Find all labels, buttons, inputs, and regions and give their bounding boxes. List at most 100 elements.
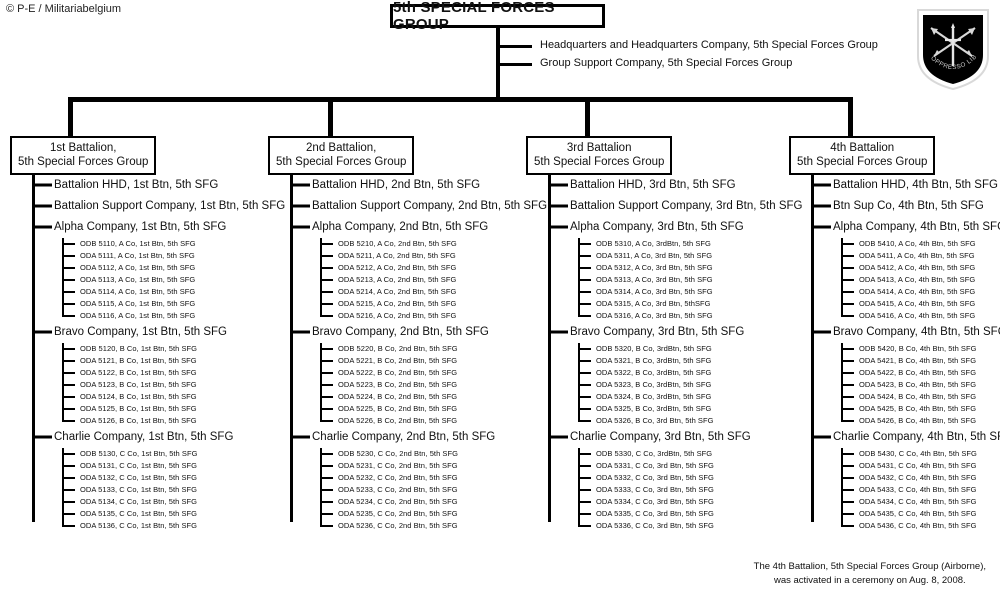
team-item[interactable]: ODB 5110, A Co, 1st Btn, 5th SFG bbox=[62, 238, 285, 250]
team-item[interactable]: ODA 5434, C Co, 4th Btn, 5th SFG bbox=[841, 496, 1000, 508]
battalion-unit[interactable]: Battalion Support Company, 3rd Btn, 5th … bbox=[526, 196, 802, 217]
team-item[interactable]: ODA 5312, A Co, 3rd Btn, 5th SFG bbox=[578, 262, 802, 274]
company-label[interactable]: Bravo Company, 2nd Btn, 5th SFG bbox=[268, 322, 547, 343]
team-item[interactable]: ODA 5213, A Co, 2nd Btn, 5th SFG bbox=[320, 274, 547, 286]
team-item[interactable]: ODA 5132, C Co, 1st Btn, 5th SFG bbox=[62, 472, 285, 484]
team-item[interactable]: ODA 5431, C Co, 4th Btn, 5th SFG bbox=[841, 460, 1000, 472]
team-item[interactable]: ODB 5410, A Co, 4th Btn, 5th SFG bbox=[841, 238, 1000, 250]
team-item[interactable]: ODB 5320, B Co, 3rdBtn, 5th SFG bbox=[578, 343, 802, 355]
team-item[interactable]: ODA 5216, A Co, 2nd Btn, 5th SFG bbox=[320, 310, 547, 322]
team-item[interactable]: ODA 5332, C Co, 3rd Btn, 5th SFG bbox=[578, 472, 802, 484]
battalion-unit[interactable]: Battalion HHD, 2nd Btn, 5th SFG bbox=[268, 175, 547, 196]
team-item[interactable]: ODA 5331, C Co, 3rd Btn, 5th SFG bbox=[578, 460, 802, 472]
team-item[interactable]: ODA 5115, A Co, 1st Btn, 5th SFG bbox=[62, 298, 285, 310]
team-item[interactable]: ODA 5234, C Co, 2nd Btn, 5th SFG bbox=[320, 496, 547, 508]
team-item[interactable]: ODB 5430, C Co, 4th Btn, 5th SFG bbox=[841, 448, 1000, 460]
team-item[interactable]: ODA 5422, B Co, 4th Btn, 5th SFG bbox=[841, 367, 1000, 379]
team-item[interactable]: ODA 5133, C Co, 1st Btn, 5th SFG bbox=[62, 484, 285, 496]
team-item[interactable]: ODA 5124, B Co, 1st Btn, 5th SFG bbox=[62, 391, 285, 403]
battalion-header-2[interactable]: 2nd Battalion,5th Special Forces Group bbox=[268, 136, 415, 175]
team-item[interactable]: ODA 5211, A Co, 2nd Btn, 5th SFG bbox=[320, 250, 547, 262]
team-item[interactable]: ODA 5226, B Co, 2nd Btn, 5th SFG bbox=[320, 415, 547, 427]
team-item[interactable]: ODA 5436, C Co, 4th Btn, 5th SFG bbox=[841, 520, 1000, 532]
team-item[interactable]: ODA 5215, A Co, 2nd Btn, 5th SFG bbox=[320, 298, 547, 310]
team-item[interactable]: ODA 5123, B Co, 1st Btn, 5th SFG bbox=[62, 379, 285, 391]
team-item[interactable]: ODA 5121, B Co, 1st Btn, 5th SFG bbox=[62, 355, 285, 367]
team-item[interactable]: ODA 5111, A Co, 1st Btn, 5th SFG bbox=[62, 250, 285, 262]
team-item[interactable]: ODA 5435, C Co, 4th Btn, 5th SFG bbox=[841, 508, 1000, 520]
team-item[interactable]: ODB 5130, C Co, 1st Btn, 5th SFG bbox=[62, 448, 285, 460]
team-item[interactable]: ODA 5313, A Co, 3rd Btn, 5th SFG bbox=[578, 274, 802, 286]
team-item[interactable]: ODA 5126, B Co, 1st Btn, 5th SFG bbox=[62, 415, 285, 427]
team-item[interactable]: ODA 5235, C Co, 2nd Btn, 5th SFG bbox=[320, 508, 547, 520]
team-item[interactable]: ODA 5336, C Co, 3rd Btn, 5th SFG bbox=[578, 520, 802, 532]
team-item[interactable]: ODA 5225, B Co, 2nd Btn, 5th SFG bbox=[320, 403, 547, 415]
team-item[interactable]: ODB 5230, C Co, 2nd Btn, 5th SFG bbox=[320, 448, 547, 460]
team-item[interactable]: ODA 5236, C Co, 2nd Btn, 5th SFG bbox=[320, 520, 547, 532]
team-item[interactable]: ODA 5116, A Co, 1st Btn, 5th SFG bbox=[62, 310, 285, 322]
team-item[interactable]: ODA 5421, B Co, 4th Btn, 5th SFG bbox=[841, 355, 1000, 367]
team-item[interactable]: ODA 5321, B Co, 3rdBtn, 5th SFG bbox=[578, 355, 802, 367]
team-item[interactable]: ODA 5231, C Co, 2nd Btn, 5th SFG bbox=[320, 460, 547, 472]
company-label[interactable]: Alpha Company, 1st Btn, 5th SFG bbox=[10, 217, 285, 238]
team-item[interactable]: ODA 5322, B Co, 3rdBtn, 5th SFG bbox=[578, 367, 802, 379]
team-item[interactable]: ODA 5411, A Co, 4th Btn, 5th SFG bbox=[841, 250, 1000, 262]
team-item[interactable]: ODB 5120, B Co, 1st Btn, 5th SFG bbox=[62, 343, 285, 355]
company-label[interactable]: Charlie Company, 4th Btn, 5th SFG bbox=[789, 427, 1000, 448]
team-item[interactable]: ODA 5114, A Co, 1st Btn, 5th SFG bbox=[62, 286, 285, 298]
team-item[interactable]: ODA 5113, A Co, 1st Btn, 5th SFG bbox=[62, 274, 285, 286]
team-item[interactable]: ODA 5326, B Co, 3rd Btn, 5th SFG bbox=[578, 415, 802, 427]
team-item[interactable]: ODA 5334, C Co, 3rd Btn, 5th SFG bbox=[578, 496, 802, 508]
team-item[interactable]: ODA 5214, A Co, 2nd Btn, 5th SFG bbox=[320, 286, 547, 298]
team-item[interactable]: ODA 5412, A Co, 4th Btn, 5th SFG bbox=[841, 262, 1000, 274]
team-item[interactable]: ODA 5112, A Co, 1st Btn, 5th SFG bbox=[62, 262, 285, 274]
company-label[interactable]: Charlie Company, 2nd Btn, 5th SFG bbox=[268, 427, 547, 448]
team-item[interactable]: ODA 5222, B Co, 2nd Btn, 5th SFG bbox=[320, 367, 547, 379]
team-item[interactable]: ODB 5420, B Co, 4th Btn, 5th SFG bbox=[841, 343, 1000, 355]
battalion-unit[interactable]: Btn Sup Co, 4th Btn, 5th SFG bbox=[789, 196, 1000, 217]
team-item[interactable]: ODA 5414, A Co, 4th Btn, 5th SFG bbox=[841, 286, 1000, 298]
team-item[interactable]: ODB 5220, B Co, 2nd Btn, 5th SFG bbox=[320, 343, 547, 355]
team-item[interactable]: ODA 5333, C Co, 3rd Btn, 5th SFG bbox=[578, 484, 802, 496]
team-item[interactable]: ODA 5416, A Co, 4th Btn, 5th SFG bbox=[841, 310, 1000, 322]
company-label[interactable]: Charlie Company, 1st Btn, 5th SFG bbox=[10, 427, 285, 448]
team-item[interactable]: ODA 5223, B Co, 2nd Btn, 5th SFG bbox=[320, 379, 547, 391]
company-label[interactable]: Bravo Company, 3rd Btn, 5th SFG bbox=[526, 322, 802, 343]
team-item[interactable]: ODA 5316, A Co, 3rd Btn, 5th SFG bbox=[578, 310, 802, 322]
company-label[interactable]: Bravo Company, 4th Btn, 5th SFG bbox=[789, 322, 1000, 343]
team-item[interactable]: ODA 5413, A Co, 4th Btn, 5th SFG bbox=[841, 274, 1000, 286]
team-item[interactable]: ODA 5122, B Co, 1st Btn, 5th SFG bbox=[62, 367, 285, 379]
company-label[interactable]: Charlie Company, 3rd Btn, 5th SFG bbox=[526, 427, 802, 448]
company-label[interactable]: Alpha Company, 3rd Btn, 5th SFG bbox=[526, 217, 802, 238]
company-label[interactable]: Bravo Company, 1st Btn, 5th SFG bbox=[10, 322, 285, 343]
team-item[interactable]: ODA 5433, C Co, 4th Btn, 5th SFG bbox=[841, 484, 1000, 496]
team-item[interactable]: ODB 5330, C Co, 3rdBtn, 5th SFG bbox=[578, 448, 802, 460]
team-item[interactable]: ODA 5134, C Co, 1st Btn, 5th SFG bbox=[62, 496, 285, 508]
battalion-unit[interactable]: Battalion Support Company, 2nd Btn, 5th … bbox=[268, 196, 547, 217]
team-item[interactable]: ODA 5136, C Co, 1st Btn, 5th SFG bbox=[62, 520, 285, 532]
team-item[interactable]: ODA 5325, B Co, 3rdBtn, 5th SFG bbox=[578, 403, 802, 415]
battalion-unit[interactable]: Battalion HHD, 4th Btn, 5th SFG bbox=[789, 175, 1000, 196]
battalion-unit[interactable]: Battalion HHD, 1st Btn, 5th SFG bbox=[10, 175, 285, 196]
company-label[interactable]: Alpha Company, 2nd Btn, 5th SFG bbox=[268, 217, 547, 238]
team-item[interactable]: ODA 5314, A Co, 3rd Btn, 5th SFG bbox=[578, 286, 802, 298]
battalion-unit[interactable]: Battalion HHD, 3rd Btn, 5th SFG bbox=[526, 175, 802, 196]
team-item[interactable]: ODA 5425, B Co, 4th Btn, 5th SFG bbox=[841, 403, 1000, 415]
team-item[interactable]: ODA 5323, B Co, 3rdBtn, 5th SFG bbox=[578, 379, 802, 391]
team-item[interactable]: ODA 5212, A Co, 2nd Btn, 5th SFG bbox=[320, 262, 547, 274]
team-item[interactable]: ODA 5131, C Co, 1st Btn, 5th SFG bbox=[62, 460, 285, 472]
team-item[interactable]: ODA 5426, B Co, 4th Btn, 5th SFG bbox=[841, 415, 1000, 427]
team-item[interactable]: ODA 5315, A Co, 3rd Btn, 5thSFG bbox=[578, 298, 802, 310]
team-item[interactable]: ODA 5424, B Co, 4th Btn, 5th SFG bbox=[841, 391, 1000, 403]
team-item[interactable]: ODA 5415, A Co, 4th Btn, 5th SFG bbox=[841, 298, 1000, 310]
team-item[interactable]: ODB 5210, A Co, 2nd Btn, 5th SFG bbox=[320, 238, 547, 250]
team-item[interactable]: ODA 5432, C Co, 4th Btn, 5th SFG bbox=[841, 472, 1000, 484]
team-item[interactable]: ODA 5233, C Co, 2nd Btn, 5th SFG bbox=[320, 484, 547, 496]
team-item[interactable]: ODA 5311, A Co, 3rd Btn, 5th SFG bbox=[578, 250, 802, 262]
team-item[interactable]: ODA 5125, B Co, 1st Btn, 5th SFG bbox=[62, 403, 285, 415]
team-item[interactable]: ODA 5221, B Co, 2nd Btn, 5th SFG bbox=[320, 355, 547, 367]
team-item[interactable]: ODA 5324, B Co, 3rdBtn, 5th SFG bbox=[578, 391, 802, 403]
battalion-unit[interactable]: Battalion Support Company, 1st Btn, 5th … bbox=[10, 196, 285, 217]
